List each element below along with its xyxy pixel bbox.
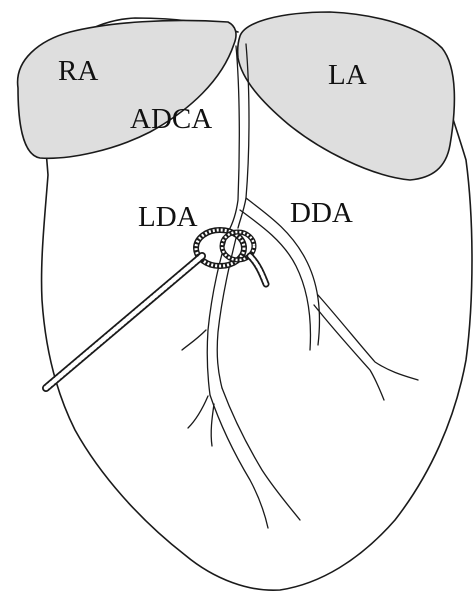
lda-left-twig — [188, 396, 208, 428]
suture-thread — [46, 256, 266, 388]
ligature-loop — [196, 230, 254, 266]
dda-vessel-wall — [240, 210, 310, 350]
left-atrium — [238, 12, 455, 180]
lda-side-twig — [182, 330, 206, 350]
dda-sub-branch-wall — [314, 305, 384, 400]
lda-lower-branch-wall — [210, 395, 268, 528]
label-la: LA — [328, 59, 367, 91]
lda-left-twig-wall — [211, 404, 214, 446]
label-adca: ADCA — [130, 103, 212, 135]
right-atrium — [18, 20, 236, 158]
label-dda: DDA — [290, 197, 353, 229]
label-lda: LDA — [138, 201, 198, 233]
lda-lower-branch — [222, 388, 300, 520]
adca-vessel — [228, 46, 239, 232]
label-ra: RA — [58, 55, 98, 87]
